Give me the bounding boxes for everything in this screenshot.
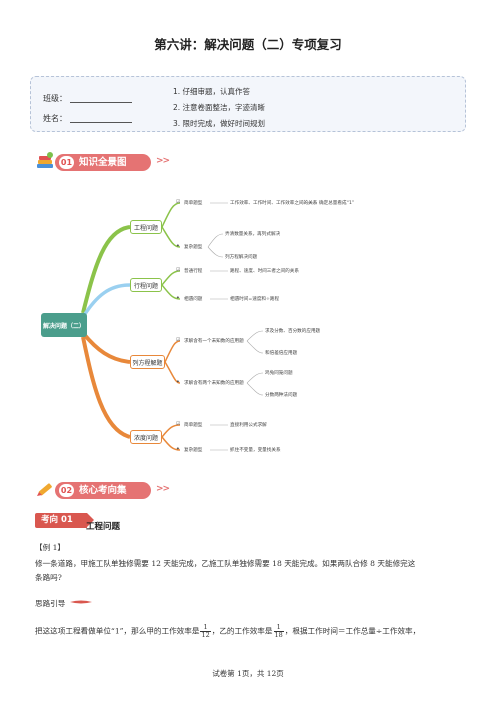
section-pill	[55, 482, 151, 499]
solution-text-a: 把这这项工程看做单位“1”，那么甲的工作效率是	[35, 626, 200, 636]
mindmap: 解决问题（二） 工程问题 ☑ 简单题型 工作效率、工作时间、工作效率之间的关系 …	[35, 185, 465, 475]
tip-item: 2. 注意卷面整洁，字迹清晰	[173, 103, 266, 112]
kaoxiang-title: 工程问题	[86, 522, 121, 532]
check-icon: ☑	[176, 268, 181, 273]
section-pill	[55, 154, 151, 171]
bulb-icon: ✦	[176, 244, 180, 249]
node-label: 求解含有一个未知数的应用题	[184, 339, 244, 344]
example-label: 【例 1】	[35, 543, 66, 552]
solution-text-b: ，乙的工作效率是	[211, 626, 273, 636]
class-label: 班级：	[43, 94, 67, 103]
bulb-icon: ✦	[176, 380, 180, 385]
example-text-line2: 条路吗?	[35, 573, 62, 582]
hint-text: 思路引导	[35, 599, 66, 608]
hint-label: 思路引导	[35, 597, 92, 611]
node-label: 复杂题型	[184, 448, 203, 453]
node-extra: 鸡兔同笼问题	[265, 371, 293, 376]
node-extra: 确定总量看成“1”	[319, 201, 355, 206]
info-box: 班级： 姓名： 1. 仔细审题，认真作答 2. 注意卷面整洁，字迹清晰 3. 限…	[30, 76, 466, 132]
example-text-line1: 修一条道路，甲施工队单独修需要 12 天能完成，乙施工队单独修需要 18 天能完…	[35, 559, 416, 568]
mindmap-root: 解决问题（二）	[41, 313, 87, 337]
section-banner-core: 02 核心考向集 >>	[35, 482, 235, 499]
section-title: 知识全景图	[79, 157, 127, 168]
node-label: 相遇问题	[184, 297, 203, 302]
section-arrows: >>	[156, 484, 170, 494]
fraction-a-den: 12	[201, 631, 210, 639]
node-label: 复杂题型	[184, 245, 203, 250]
node-label: 简单题型	[184, 201, 203, 206]
node-extra: 求及分数、百分数的应用题	[265, 329, 321, 334]
books-icon	[37, 152, 53, 168]
node-desc: 抓住不变量，变量找关系	[230, 448, 281, 453]
solution-text-c: ，根据工作时间＝工作总量÷工作效率，	[284, 626, 421, 636]
node-extra: 弄清数量关系，再列式解决	[225, 232, 281, 237]
node-desc: 相遇时间=速度和÷路程	[230, 297, 280, 302]
class-field: 班级：	[43, 93, 132, 104]
node-extra: 列方程解决问题	[225, 255, 258, 260]
check-icon: ☑	[176, 422, 181, 427]
section-number: 02	[59, 484, 74, 497]
node-desc: 路程、速度、时间三者之间的关系	[230, 269, 299, 274]
class-blank	[70, 102, 132, 103]
tip-item: 1. 仔细审题，认真作答	[173, 87, 251, 96]
check-icon: ☑	[176, 338, 181, 343]
fraction-b-den: 18	[274, 631, 283, 639]
fraction-a-num: 1	[200, 624, 211, 632]
section-title: 核心考向集	[79, 485, 127, 496]
section-number: 01	[59, 156, 74, 169]
name-field: 姓名：	[43, 113, 132, 124]
node-label: 求解含有两个未知数的应用题	[184, 381, 244, 386]
hint-stroke-icon	[69, 600, 92, 604]
name-blank	[70, 122, 132, 123]
kaoxiang-tag: 考向 01	[35, 513, 94, 528]
node-extra: 分数两种法问题	[265, 393, 298, 398]
node-label: 普通行程	[184, 269, 203, 274]
branch-travel: 行程问题	[130, 278, 162, 292]
branch-concentration: 浓度问题	[130, 430, 162, 444]
page-title: 第六讲：解决问题（二）专项复习	[154, 37, 342, 52]
node-extra: 和倍差倍应用题	[265, 351, 298, 356]
fraction-b-num: 1	[273, 624, 284, 632]
branch-engineering: 工程问题	[130, 220, 162, 234]
bulb-icon: ✦	[176, 296, 180, 301]
node-desc: 工作效率、工作时间、工作效率之间的关系	[230, 201, 318, 206]
page-footer: 试卷第 1页，共 12页	[212, 669, 284, 678]
name-label: 姓名：	[43, 114, 67, 123]
mindmap-connectors	[81, 202, 317, 451]
section-banner-knowledge: 01 知识全景图 >>	[35, 152, 235, 171]
node-desc: 直接利用公式求解	[230, 423, 267, 428]
branch-equations: 列方程解题	[130, 355, 165, 369]
tip-item: 3. 限时完成，做好时间规划	[173, 119, 266, 128]
bulb-icon: ✦	[176, 447, 180, 452]
check-icon: ☑	[176, 200, 181, 205]
section-arrows: >>	[156, 156, 170, 166]
node-label: 简单题型	[184, 423, 203, 428]
pencil-icon	[37, 483, 52, 496]
